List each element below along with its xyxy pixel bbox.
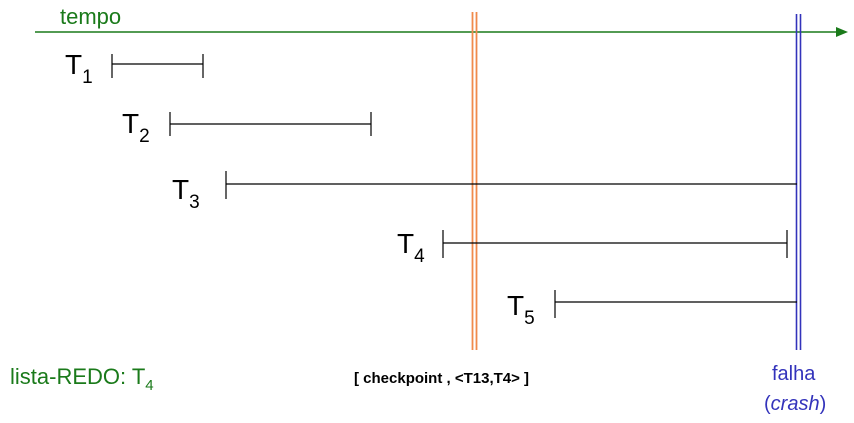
transaction-span-t1 (111, 54, 204, 78)
checkpoint-line (471, 12, 478, 350)
transaction-span-t5 (554, 290, 797, 318)
transaction-label-t4: T4 (397, 228, 425, 267)
transaction-label-t1: T1 (65, 49, 93, 88)
time-axis-label: tempo (60, 4, 122, 29)
transaction-label-t2: T2 (122, 108, 150, 147)
failure-line (795, 14, 802, 350)
transaction-label-t5: T5 (507, 290, 535, 329)
transaction-span-t3 (225, 171, 797, 199)
failure-detail: (crash) (764, 393, 827, 415)
transaction-label-t3: T3 (172, 174, 200, 213)
checkpoint-caption: [ checkpoint , <T13,T4> ] (354, 370, 530, 387)
time-axis-arrowhead (836, 27, 848, 37)
time-axis (35, 27, 848, 37)
redo-list-label: lista-REDO: T4 (10, 364, 154, 394)
transaction-span-t4 (442, 230, 788, 258)
failure-label: falha (772, 363, 816, 385)
transaction-span-t2 (169, 112, 372, 136)
